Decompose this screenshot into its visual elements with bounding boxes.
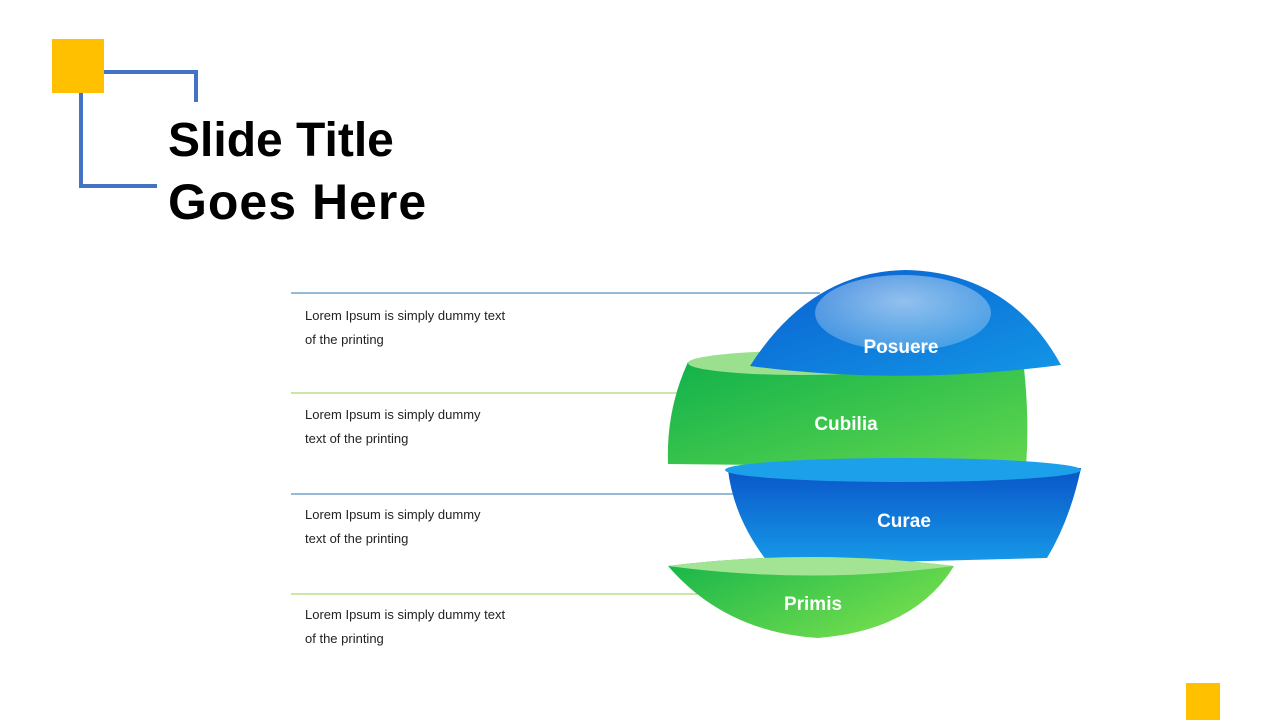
frame-line-right xyxy=(194,70,198,102)
segment-posuere xyxy=(750,270,1061,376)
segment-label-curae: Curae xyxy=(877,511,931,532)
row-2-text-line-2: text of the printing xyxy=(305,431,409,446)
segment-label-primis: Primis xyxy=(784,594,842,615)
row-3-text-line-1: Lorem Ipsum is simply dummy xyxy=(305,507,481,522)
row-1-text-line-2: of the printing xyxy=(305,332,384,347)
row-2-text: Lorem Ipsum is simply dummy text of the … xyxy=(305,403,545,451)
frame-line-bottom xyxy=(79,184,157,188)
frame-line-top xyxy=(104,70,198,74)
accent-square-bottom xyxy=(1186,683,1220,720)
row-2-text-line-1: Lorem Ipsum is simply dummy xyxy=(305,407,481,422)
accent-square-top xyxy=(52,39,104,93)
slide-title: Slide Title Goes Here xyxy=(168,112,427,234)
frame-line-left xyxy=(79,93,83,188)
row-1-text-line-1: Lorem Ipsum is simply dummy text xyxy=(305,308,506,323)
segment-curae xyxy=(725,458,1081,565)
row-3-text: Lorem Ipsum is simply dummy text of the … xyxy=(305,503,545,551)
row-3-text-line-2: text of the printing xyxy=(305,531,409,546)
row-4-text-line-2: of the printing xyxy=(305,631,384,646)
row-4-text-line-1: Lorem Ipsum is simply dummy text xyxy=(305,607,506,622)
row-4-text: Lorem Ipsum is simply dummy text of the … xyxy=(305,603,545,651)
segment-primis xyxy=(668,557,954,638)
segment-label-posuere: Posuere xyxy=(864,337,939,358)
slide-title-line-2: Goes Here xyxy=(168,174,428,230)
row-1-text: Lorem Ipsum is simply dummy text of the … xyxy=(305,304,545,352)
slide-title-line-1: Slide Title xyxy=(168,114,394,167)
segment-label-cubilia: Cubilia xyxy=(814,414,878,435)
